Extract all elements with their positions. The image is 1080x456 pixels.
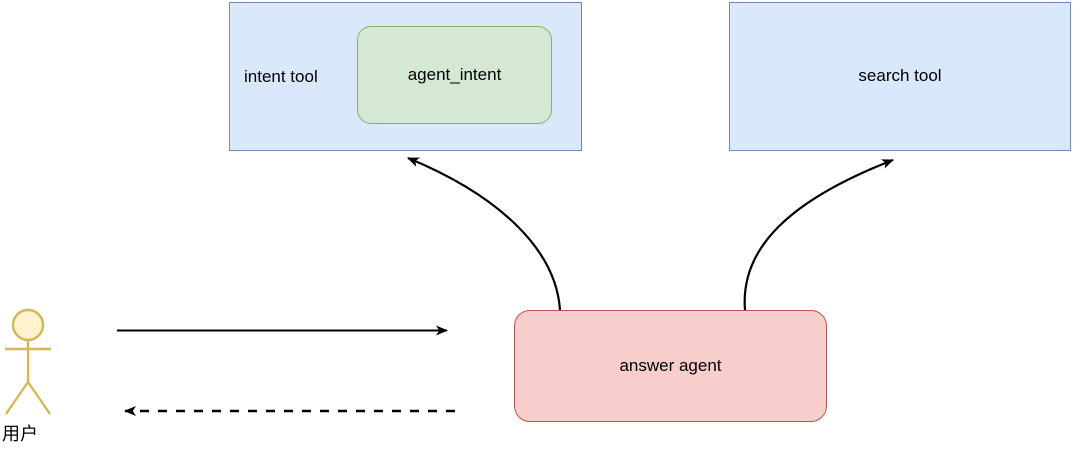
- user-actor-label: 用户: [2, 424, 38, 444]
- node-agent-intent[interactable]: agent_intent: [357, 26, 552, 124]
- node-intent-tool-label: intent tool: [244, 67, 318, 87]
- node-agent-intent-label: agent_intent: [407, 64, 502, 84]
- edge-answer-agent-to-search-tool[interactable]: [743, 158, 894, 311]
- user-actor-icon[interactable]: [5, 308, 51, 415]
- node-search-tool-label: search tool: [858, 66, 942, 86]
- node-answer-agent[interactable]: answer agent: [514, 310, 827, 422]
- edge-answer-agent-to-intent-tool[interactable]: [407, 156, 562, 311]
- node-answer-agent-label: answer agent: [619, 355, 722, 375]
- node-search-tool[interactable]: search tool: [729, 2, 1071, 151]
